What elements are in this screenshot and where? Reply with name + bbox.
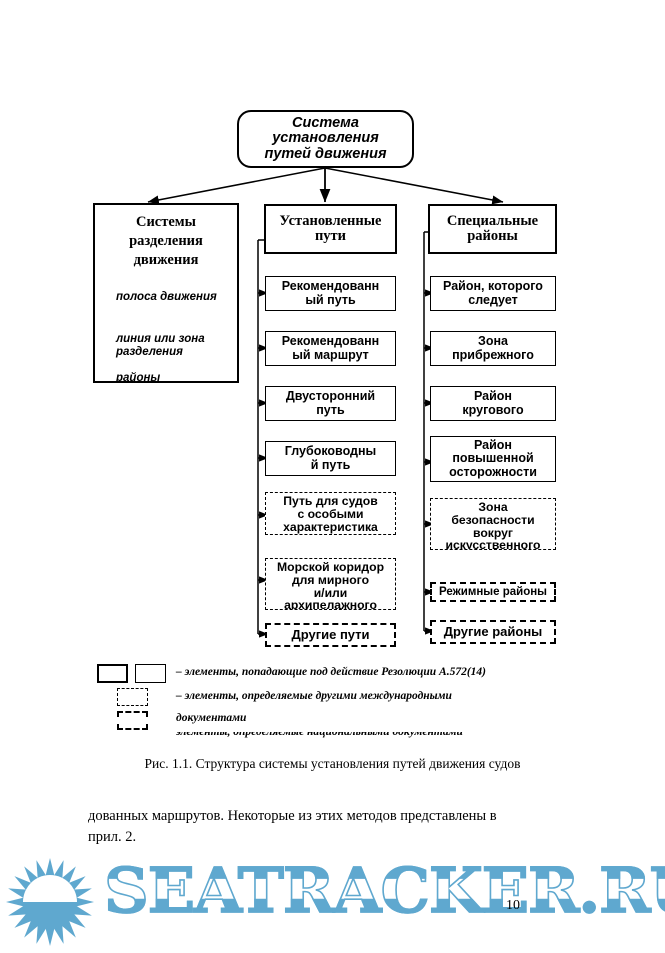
column-special-header: Специальные районы	[446, 212, 539, 244]
legend-marker-solid-thin	[135, 664, 166, 683]
established-item-0-label: Рекомендованн ый путь	[281, 279, 380, 307]
legend-text-1: – элементы, определяемые другими междуна…	[176, 690, 452, 702]
watermark-text: SEATRACKER.RU	[103, 859, 665, 923]
established-item-1-label: Рекомендованн ый маршрут	[281, 334, 380, 362]
special-item-6-label: Другие районы	[443, 624, 543, 640]
established-item-6-label: Другие пути	[291, 627, 370, 643]
established-item-4-label: Путь для судов с особыми характеристика	[283, 494, 378, 534]
separation-item-2[interactable]: районы	[116, 372, 161, 383]
column-special-header-box[interactable]: Специальные районы	[428, 204, 557, 254]
legend-marker-dashed-thick	[117, 711, 148, 730]
special-item-4-label: Зона безопасности вокруг искусственного	[445, 500, 541, 550]
established-item-1[interactable]: Рекомендованн ый маршрут	[265, 331, 396, 366]
watermark-graphic	[6, 858, 94, 946]
column-established-header: Установленные пути	[279, 212, 382, 244]
established-item-3[interactable]: Глубоководны й путь	[265, 441, 396, 476]
watermark: SEATRACKER.RU	[0, 856, 665, 948]
established-item-4[interactable]: Путь для судов с особыми характеристика	[265, 492, 396, 535]
body-line-1: дованных маршрутов. Некоторые из этих ме…	[88, 808, 497, 824]
legend-text-2: документами	[176, 712, 247, 724]
special-item-0-label: Район, которого следует	[443, 279, 543, 307]
legend-marker-dashed-thin	[117, 688, 148, 706]
special-item-5-label: Режимные районы	[439, 585, 547, 598]
special-item-0[interactable]: Район, которого следует	[430, 276, 556, 311]
special-item-1[interactable]: Зона прибрежного	[430, 331, 556, 366]
root-node-label: Система установления путей движения	[264, 115, 387, 162]
special-item-3[interactable]: Район повышенной осторожности	[430, 436, 556, 482]
figure-caption: Рис. 1.1. Структура системы установления…	[144, 756, 521, 771]
established-item-5-label: Морской коридор для мирного и/или архипе…	[276, 560, 385, 610]
special-item-2-label: Район кругового	[462, 389, 524, 417]
root-node-system[interactable]: Система установления путей движения	[237, 110, 414, 168]
separation-item-1[interactable]: линия или зона разделения	[116, 333, 205, 359]
special-item-4[interactable]: Зона безопасности вокруг искусственного	[430, 498, 556, 550]
legend-row-3-clip: элементы, определяемые национальными док…	[176, 732, 576, 741]
column-separation-header: Системы разделения движения	[129, 214, 203, 268]
column-established-header-box[interactable]: Установленные пути	[264, 204, 397, 254]
established-item-2[interactable]: Двусторонний путь	[265, 386, 396, 421]
established-item-5[interactable]: Морской коридор для мирного и/или архипе…	[265, 558, 396, 610]
legend-marker-solid-thick	[97, 664, 128, 683]
legend-text-0: – элементы, попадающие под действие Резо…	[176, 666, 486, 678]
legend: – элементы, попадающие под действие Резо…	[0, 660, 665, 760]
separation-item-0[interactable]: полоса движения	[116, 291, 217, 303]
body-line-2: прил. 2.	[88, 829, 137, 846]
established-item-0[interactable]: Рекомендованн ый путь	[265, 276, 396, 311]
special-item-2[interactable]: Район кругового	[430, 386, 556, 421]
page-number: 10	[506, 898, 520, 913]
sun-icon	[6, 858, 94, 946]
special-item-5[interactable]: Режимные районы	[430, 582, 556, 602]
established-item-3-label: Глубоководны й путь	[284, 444, 377, 472]
column-separation-panel[interactable]: Системы разделения движения полоса движе…	[93, 203, 239, 383]
special-item-6[interactable]: Другие районы	[430, 620, 556, 644]
special-item-1-label: Зона прибрежного	[452, 334, 534, 362]
special-item-3-label: Район повышенной осторожности	[449, 438, 537, 479]
established-item-2-label: Двусторонний путь	[285, 389, 376, 417]
established-item-6[interactable]: Другие пути	[265, 623, 396, 647]
legend-text-3: элементы, определяемые национальными док…	[176, 732, 463, 738]
body-paragraph: дованных маршрутов. Некоторые из этих ме…	[88, 806, 580, 848]
